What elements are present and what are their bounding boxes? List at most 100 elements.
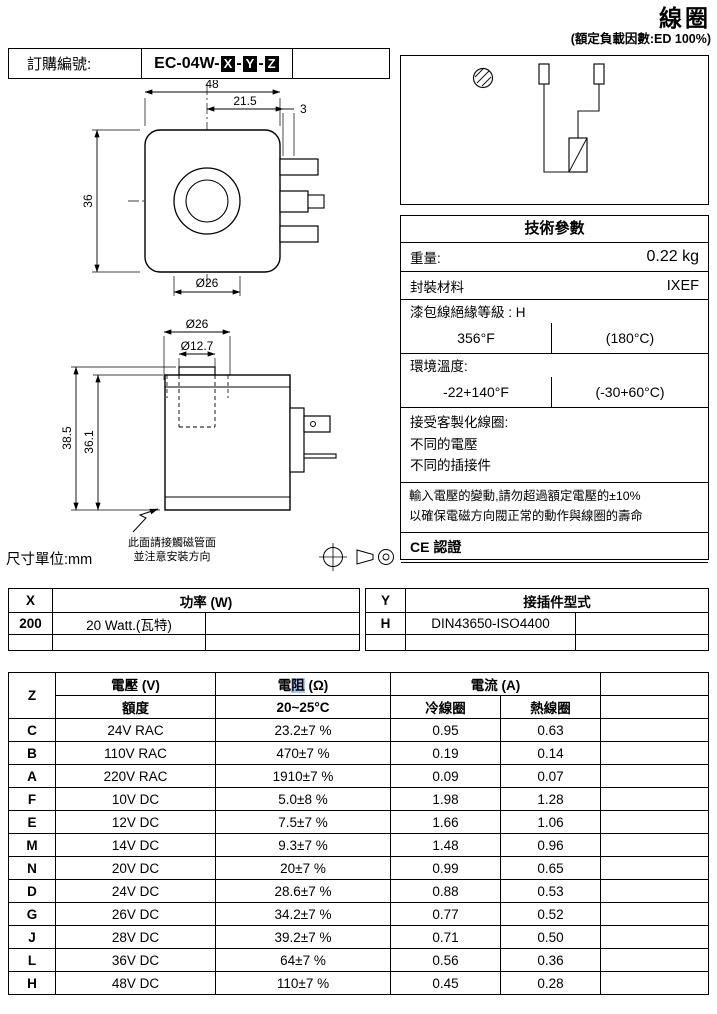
voltage-cell: 10V DC <box>55 787 216 811</box>
voltage-cell: 28V DC <box>55 925 216 949</box>
empty-cell <box>8 634 53 651</box>
side-view-drawing <box>71 329 394 571</box>
terminal-hole <box>310 421 316 427</box>
resistance-cell: 28.6±7 % <box>215 879 391 903</box>
dim-dia26-side-label: Ø26 <box>186 317 209 331</box>
empty-cell <box>365 634 406 651</box>
insulation-row: 漆包線絕緣等級 : H 356°F (180°C) <box>401 300 708 354</box>
empty-cell <box>600 718 709 742</box>
dim-48-label: 48 <box>205 80 219 91</box>
z-row-key: E <box>8 810 56 834</box>
voltage-cell: 48V DC <box>55 971 216 995</box>
hot-current-cell: 1.28 <box>500 787 601 811</box>
tech-params-title: 技術參數 <box>401 216 708 243</box>
hot-current-cell: 1.06 <box>500 810 601 834</box>
header: 線圈 (額定負載因數:ED 100%) <box>571 5 711 47</box>
x-row-key: 200 <box>8 612 53 635</box>
insulation-label: 漆包線絕緣等級 : H <box>410 305 526 320</box>
order-code-sep: - <box>236 54 242 72</box>
mounting-note-line2: 並注意安裝方向 <box>134 549 211 563</box>
empty-cell <box>600 787 709 811</box>
terminal-tab-side <box>303 415 331 433</box>
connector-wiring-panel <box>400 55 709 205</box>
resistance-cell: 23.2±7 % <box>215 718 391 742</box>
x-key: X <box>8 588 53 613</box>
hot-current-cell: 0.07 <box>500 764 601 788</box>
ambient-values: -22+140°F (-30+60°C) <box>401 377 708 407</box>
datum-target-symbol <box>319 543 347 571</box>
empty-cell <box>600 879 709 903</box>
z-row-key: D <box>8 879 56 903</box>
z-table-body: Z 電壓 (V) 電阻 (Ω) 電流 (A) 額度 20~25°C 冷線圈 熱線… <box>8 672 709 995</box>
z-row-key: A <box>8 764 56 788</box>
hot-current-cell: 0.28 <box>500 971 601 995</box>
front-view-dim-labels: 48 21.5 3 36 Ø26 <box>81 80 307 290</box>
ambient-label: 環境溫度: <box>410 359 468 374</box>
dim-21-5-label: 21.5 <box>233 94 257 108</box>
resistance-cell: 5.0±8 % <box>215 787 391 811</box>
empty-header-cell <box>600 695 709 719</box>
cold-current-cell: 1.48 <box>390 833 501 857</box>
terminal-tab-bottom <box>279 225 319 243</box>
empty-cell <box>575 634 709 651</box>
cold-current-cell: 1.66 <box>390 810 501 834</box>
empty-cell <box>600 902 709 926</box>
hot-current-cell: 0.36 <box>500 948 601 972</box>
cold-current-cell: 0.95 <box>390 718 501 742</box>
dimension-drawings: 48 21.5 3 36 Ø26 <box>6 80 394 571</box>
hot-current-cell: 0.14 <box>500 741 601 765</box>
cold-current-cell: 0.19 <box>390 741 501 765</box>
tech-params-panel: 技術參數 重量: 0.22 kg 封裝材料 IXEF 漆包線絕緣等級 : H 3… <box>400 215 709 563</box>
resistance-cell: 34.2±7 % <box>215 902 391 926</box>
hot-current-cell: 0.96 <box>500 833 601 857</box>
cold-current-cell: 0.71 <box>390 925 501 949</box>
insulation-values: 356°F (180°C) <box>401 323 708 353</box>
temp-subheader: 20~25°C <box>215 695 391 719</box>
voltage-cell: 26V DC <box>55 902 216 926</box>
page-title: 線圈 <box>659 5 711 31</box>
voltage-cell: 24V RAC <box>55 718 216 742</box>
ce-certification-row: CE 認證 <box>401 533 708 563</box>
cold-current-cell: 0.99 <box>390 856 501 880</box>
dim-dia26-front-label: Ø26 <box>196 276 219 290</box>
cold-current-cell: 0.88 <box>390 879 501 903</box>
spade-terminal <box>279 190 309 213</box>
order-code: EC-04W-X-Y-Z <box>141 49 293 78</box>
order-number-label: 訂購編號: <box>27 56 92 73</box>
z-row-key: F <box>8 787 56 811</box>
wire-left <box>543 84 578 173</box>
z-key: Z <box>8 672 56 719</box>
z-row-key: N <box>8 856 56 880</box>
resistance-cell: 7.5±7 % <box>215 810 391 834</box>
y-row-key: H <box>365 612 406 635</box>
empty-cell <box>575 612 709 635</box>
pin-1 <box>538 63 550 85</box>
cold-current-cell: 1.98 <box>390 787 501 811</box>
hot-current-cell: 0.52 <box>500 902 601 926</box>
insulation-fahrenheit: 356°F <box>457 330 495 346</box>
resistance-cell: 1910±7 % <box>215 764 391 788</box>
resistance-cell: 110±7 % <box>215 971 391 995</box>
empty-cell <box>205 612 360 635</box>
resistance-cell: 39.2±7 % <box>215 925 391 949</box>
z-row-key: H <box>8 971 56 995</box>
voltage-cell: 36V DC <box>55 948 216 972</box>
voltage-variation-note: 輸入電壓的變動,請勿超過額定電壓的±10% 以確保電磁方向閥正常的動作與線圈的壽… <box>401 483 708 533</box>
empty-cell <box>405 634 576 651</box>
ground-symbol <box>472 67 494 89</box>
coil-bore-outer <box>173 167 241 235</box>
resistance-header: 電阻 (Ω) <box>215 672 391 696</box>
coil-body-side <box>164 374 291 511</box>
x-row-value: 20 Watt.(瓦特) <box>52 612 206 635</box>
material-value: IXEF <box>666 277 699 294</box>
cold-current-cell: 0.77 <box>390 902 501 926</box>
empty-cell <box>600 856 709 880</box>
z-row-key: G <box>8 902 56 926</box>
dim-dia12-7-label: Ø12.7 <box>181 339 214 353</box>
empty-cell <box>205 634 360 651</box>
